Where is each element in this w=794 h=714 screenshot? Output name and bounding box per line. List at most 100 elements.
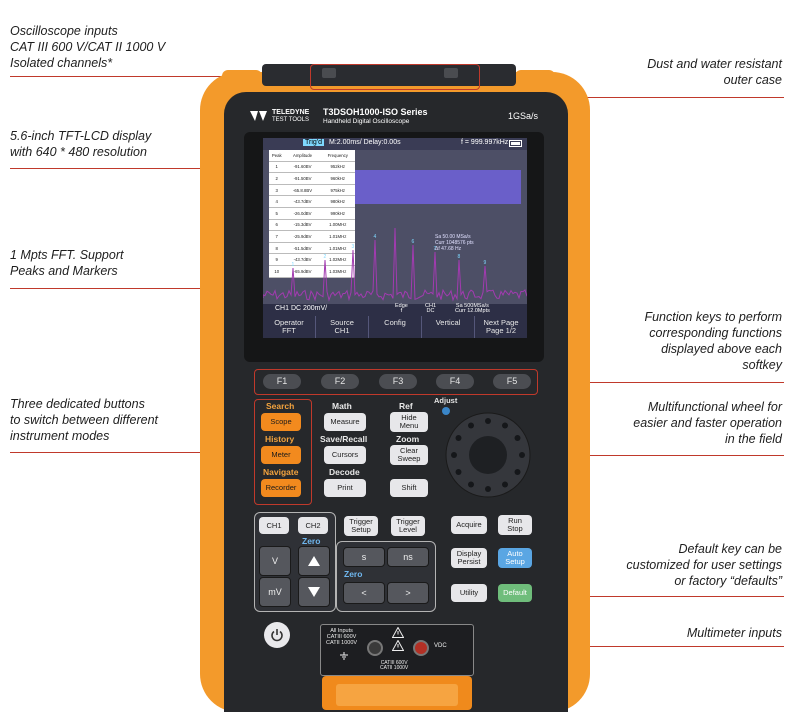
peak-marker: 1 (292, 262, 295, 268)
recorder-button[interactable]: Recorder (261, 479, 301, 497)
leader-wheel (488, 455, 784, 456)
display-persist-button[interactable]: Display Persist (451, 548, 487, 568)
leader-fkeys (536, 382, 784, 383)
peak-marker: 4 (374, 234, 377, 240)
run-stop-button[interactable]: Run Stop (498, 515, 532, 535)
callout-oscilloscope-inputs: Oscilloscope inputs CAT III 600 V/CAT II… (10, 24, 166, 70)
peak-table-cell: -43.7dBV (293, 257, 312, 263)
peak-table-cell: 952kHz (330, 164, 346, 170)
f5-key[interactable]: F5 (493, 374, 531, 389)
callout-modes: Three dedicated buttons to switch betwee… (10, 397, 158, 443)
trigger-level-button[interactable]: Trigger Level (391, 516, 425, 536)
s-button[interactable]: s (343, 547, 385, 567)
stand-clip-inner (336, 684, 458, 706)
mv-button[interactable]: mV (259, 577, 291, 607)
zoom-label: Zoom (396, 434, 420, 444)
peak-table-cell: 10 (274, 268, 280, 274)
lcd-screen: Trig'd M:2.00ms/ Delay:0.00s f = 999.997… (263, 138, 527, 336)
peak-marker: 8 (458, 254, 461, 260)
scope-button[interactable]: Scope (261, 413, 301, 431)
peak-table-cell: -15.3dBV (293, 222, 312, 228)
left-button[interactable]: < (343, 582, 385, 604)
callout-fft: 1 Mpts FFT. Support Peaks and Markers (10, 248, 124, 278)
peak-table-cell: -65.9dBV (293, 268, 312, 274)
model-name: T3DSOH1000-ISO Series (323, 107, 428, 117)
leader-inputs (10, 76, 310, 77)
power-icon (271, 629, 283, 642)
softkey-4: Vertical (422, 316, 475, 338)
f2-key[interactable]: F2 (321, 374, 359, 389)
ch1-button[interactable]: CH1 (259, 517, 289, 534)
peak-table-cell: 1.03MHz (329, 268, 347, 274)
peak-table-cell: -51.5dBV (293, 245, 312, 251)
fft-band (355, 170, 521, 204)
clear-sweep-button[interactable]: Clear Sweep (390, 445, 428, 465)
peak-marker: 2 (324, 254, 327, 260)
peak-table-cell: Amplitude (292, 152, 313, 158)
navigate-label: Navigate (263, 467, 299, 477)
softkey-1: Operator FFT (263, 316, 316, 338)
status-edge: Edge f (395, 303, 408, 314)
meter-all-inputs-label: All Inputs CATIII 600V CATII 1000V (326, 628, 358, 646)
print-button[interactable]: Print (324, 479, 366, 497)
peak-table-row: 5 -26.0dBV 990kHz (269, 208, 355, 220)
peak-table-cell: -25.9dBV (293, 233, 312, 239)
callout-function-keys: Function keys to perform corresponding f… (644, 310, 782, 372)
right-button[interactable]: > (387, 582, 429, 604)
highlight-mode-buttons (254, 399, 312, 505)
vertical-up-button[interactable] (298, 546, 330, 576)
peak-table-cell: 3 (275, 187, 278, 193)
v-button[interactable]: V (259, 546, 291, 576)
leader-inputs-v (310, 76, 311, 77)
acquire-button[interactable]: Acquire (451, 516, 487, 534)
leader-multimeter (445, 646, 784, 647)
ns-button[interactable]: ns (387, 547, 429, 567)
peak-table-cell: Frequency (327, 152, 348, 158)
ch2-button[interactable]: CH2 (298, 517, 328, 534)
peak-table-cell: 990kHz (330, 210, 346, 216)
f3-key[interactable]: F3 (379, 374, 417, 389)
vdc-jack[interactable] (413, 640, 429, 656)
softkey-3: Config (369, 316, 422, 338)
down-arrow-icon (308, 587, 320, 597)
trigger-setup-button[interactable]: Trigger Setup (344, 516, 378, 536)
peak-table-cell: -26.0dBV (293, 210, 312, 216)
peak-table-cell: 4 (275, 199, 278, 205)
leader-fft (10, 288, 275, 289)
history-label: History (265, 434, 295, 444)
callout-default-key: Default key can be customized for user s… (626, 542, 782, 588)
peak-table-cell: 8 (275, 245, 278, 251)
hide-menu-button[interactable]: Hide Menu (390, 412, 428, 432)
power-button[interactable] (264, 622, 290, 648)
sample-rate-label: 1GSa/s (508, 111, 539, 121)
status-sample: Sa 500MSa/s Curr 12.0Mpts (455, 303, 490, 314)
peak-table-cell: 1.00MHz (329, 222, 347, 228)
meter-button[interactable]: Meter (261, 446, 301, 464)
callout-case: Dust and water resistant outer case (647, 57, 782, 87)
teledyne-logo-icon (250, 111, 267, 121)
f4-key[interactable]: F4 (436, 374, 474, 389)
ref-label: Ref (399, 401, 413, 411)
f1-key[interactable]: F1 (263, 374, 301, 389)
measure-button[interactable]: Measure (324, 413, 366, 431)
meter-cat-label: CATIII 600V CATII 1000V (380, 660, 409, 671)
screen-top-bar (263, 138, 527, 150)
peak-table-cell: 5 (275, 210, 278, 216)
com-jack[interactable] (367, 640, 383, 656)
brand-line1: TELEDYNE (272, 109, 310, 116)
status-ch1: CH1 DC (425, 303, 437, 314)
cursors-button[interactable]: Cursors (324, 446, 366, 464)
input-jack-2 (444, 68, 458, 78)
zero-label-horizontal: Zero (344, 569, 363, 579)
peak-table-cell: 2 (275, 175, 278, 181)
adjust-wheel[interactable] (445, 412, 531, 498)
peak-marker: 6 (412, 239, 415, 245)
auto-setup-button[interactable]: Auto Setup (498, 548, 532, 568)
shift-button[interactable]: Shift (390, 479, 428, 497)
default-button[interactable]: Default (498, 584, 532, 602)
vertical-down-button[interactable] (298, 577, 330, 607)
leader-modes (10, 452, 255, 453)
utility-button[interactable]: Utility (451, 584, 487, 602)
